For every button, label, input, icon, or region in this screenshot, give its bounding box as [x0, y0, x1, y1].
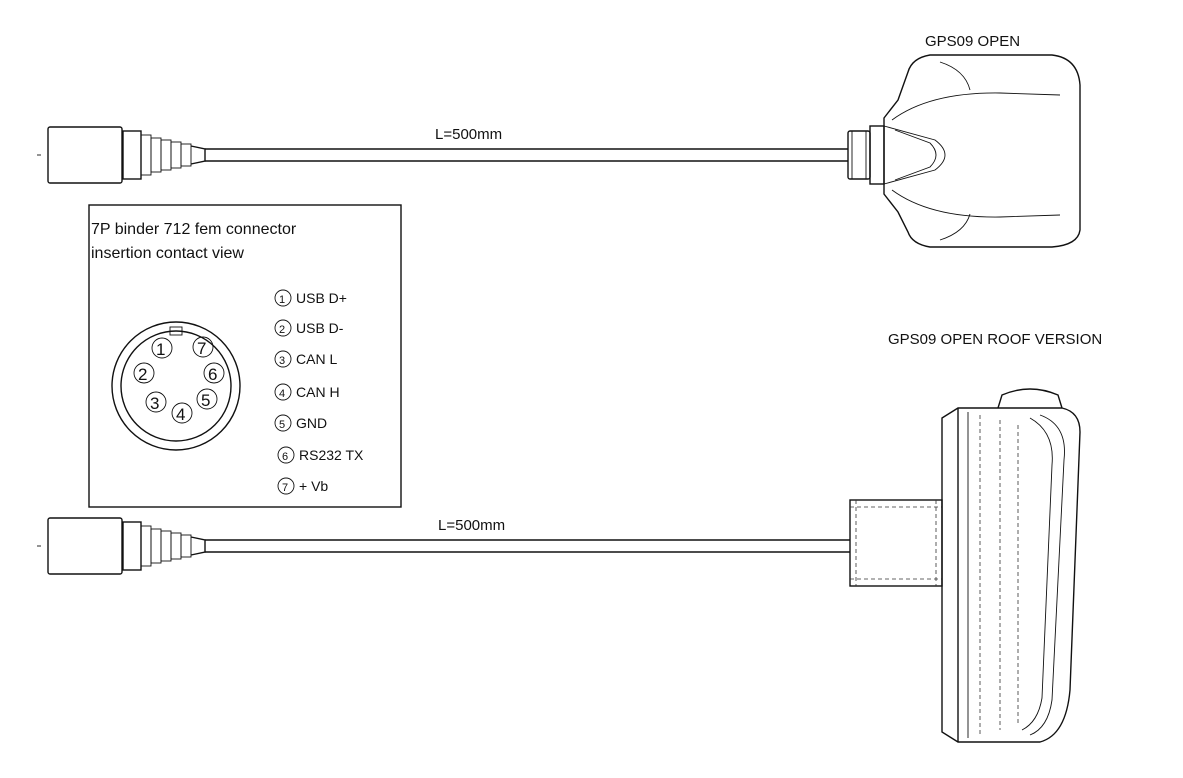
- svg-text:5: 5: [279, 419, 285, 431]
- svg-text:7: 7: [282, 482, 288, 494]
- bottom-cable: [205, 539, 850, 553]
- legend-pin-7: 7 + Vb: [277, 477, 328, 495]
- top-binder-connector: [37, 126, 206, 184]
- connector-face: 1 2 3 4 5 6 7: [111, 321, 241, 451]
- svg-text:5: 5: [201, 391, 210, 410]
- svg-text:7: 7: [197, 339, 206, 358]
- gps09-open-roof-title: GPS09 OPEN ROOF VERSION: [888, 331, 1102, 348]
- svg-text:GND: GND: [296, 415, 327, 431]
- svg-text:4: 4: [279, 388, 285, 400]
- svg-text:1: 1: [279, 294, 285, 306]
- face-pin-2: 2: [133, 362, 155, 384]
- bottom-cable-length-label: L=500mm: [438, 517, 505, 534]
- svg-text:CAN L: CAN L: [296, 351, 337, 367]
- svg-text:2: 2: [138, 365, 147, 384]
- top-cable: [205, 148, 848, 162]
- legend-pin-3: 3 CAN L: [274, 350, 337, 368]
- svg-text:+ Vb: + Vb: [299, 478, 328, 494]
- roof-mount-thread: [849, 499, 943, 587]
- bottom-binder-connector: [37, 517, 206, 575]
- pin-legend: 1 USB D+ 2 USB D- 3 CAN L 4 CAN H 5: [274, 289, 364, 495]
- connector-pinout-box: 7P binder 712 fem connector insertion co…: [88, 204, 402, 508]
- legend-pin-2: 2 USB D-: [274, 319, 344, 337]
- gps09-open-title: GPS09 OPEN: [925, 33, 1020, 50]
- face-pin-5: 5: [196, 388, 218, 410]
- connector-title-line1: 7P binder 712 fem connector: [91, 221, 297, 238]
- top-cable-length-label: L=500mm: [435, 126, 502, 143]
- gps09-open-roof-assembly: L=500mm GPS09 OPEN ROOF VERSION: [37, 331, 1102, 743]
- svg-text:USB D+: USB D+: [296, 290, 347, 306]
- gps09-open-roof-antenna: [941, 388, 1081, 743]
- svg-text:4: 4: [176, 405, 185, 424]
- gps09-open-antenna: [883, 54, 1081, 248]
- legend-pin-4: 4 CAN H: [274, 383, 340, 401]
- svg-text:RS232 TX: RS232 TX: [299, 447, 364, 463]
- face-pin-4: 4: [171, 402, 193, 424]
- legend-pin-1: 1 USB D+: [274, 289, 347, 307]
- connector-title-line2: insertion contact view: [91, 245, 244, 262]
- svg-text:CAN H: CAN H: [296, 384, 340, 400]
- svg-text:2: 2: [279, 324, 285, 336]
- legend-pin-5: 5 GND: [274, 414, 327, 432]
- face-pin-3: 3: [145, 391, 167, 413]
- svg-text:6: 6: [282, 451, 288, 463]
- top-cable-gland: [847, 125, 885, 185]
- legend-pin-6: 6 RS232 TX: [277, 446, 364, 464]
- svg-text:1: 1: [156, 340, 165, 359]
- svg-text:3: 3: [279, 355, 285, 367]
- svg-text:USB D-: USB D-: [296, 320, 344, 336]
- face-pin-6: 6: [203, 362, 225, 384]
- gps09-open-assembly: L=500mm GPS09 OPEN: [37, 33, 1081, 248]
- svg-text:3: 3: [150, 394, 159, 413]
- svg-text:6: 6: [208, 365, 217, 384]
- face-pin-1: 1: [151, 337, 173, 359]
- face-pin-7: 7: [192, 336, 214, 358]
